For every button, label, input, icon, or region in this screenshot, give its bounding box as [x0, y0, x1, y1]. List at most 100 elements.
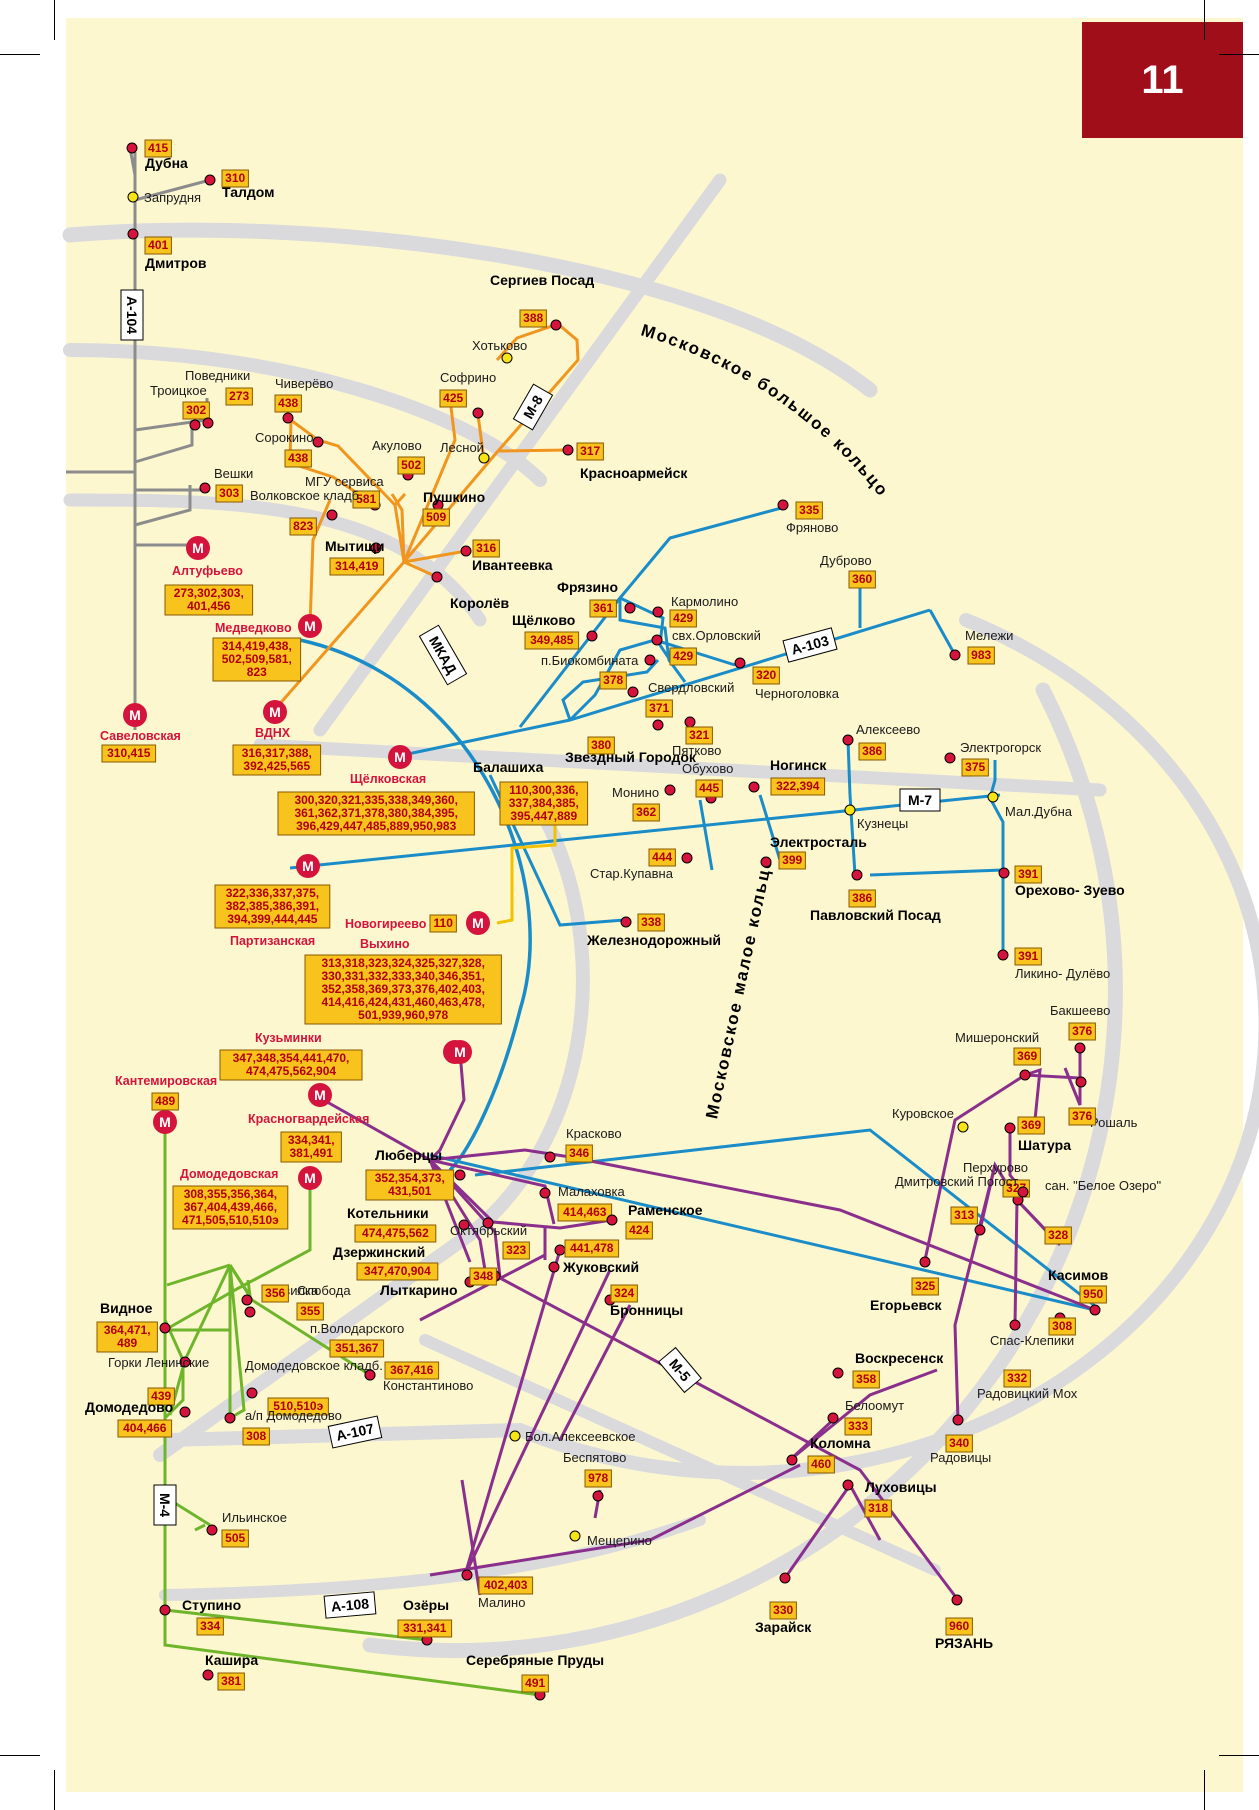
route-numbers: 325 — [915, 1279, 935, 1293]
route-numbers: 334 — [200, 1619, 220, 1633]
station-domodedovo-kladb: Домодедовское кладб.510,510э — [245, 1358, 383, 1416]
route-box — [950, 1206, 978, 1225]
road-mkad: МКАД — [418, 624, 468, 686]
route-numbers: 364,471,489 — [104, 1323, 151, 1350]
station-dot — [179, 1406, 191, 1418]
route-box — [232, 744, 322, 776]
station-name: Жуковский — [562, 1259, 639, 1275]
crop-mark — [54, 0, 55, 40]
metro-icon — [298, 1166, 322, 1190]
route-box — [212, 637, 302, 682]
station-dot — [562, 444, 574, 456]
route-numbers: 415 — [148, 141, 168, 155]
route-numbers: 318 — [868, 1501, 888, 1515]
route-box — [648, 848, 676, 867]
metro-letter: M — [394, 749, 406, 765]
route-box — [96, 1321, 158, 1353]
route-box — [151, 1092, 179, 1111]
svg-text:А-104: А-104 — [124, 296, 140, 334]
route-box — [1003, 1369, 1031, 1388]
route-numbers: 302 — [186, 403, 206, 417]
route-box — [557, 1203, 613, 1222]
station-name: Щёлковская — [350, 772, 426, 786]
station-name: Кармолино — [671, 594, 738, 609]
route-numbers: 391 — [1018, 867, 1038, 881]
route-numbers: 414,463 — [563, 1205, 607, 1219]
yellow-bus-line — [496, 800, 557, 925]
station-dot — [550, 319, 562, 331]
route-numbers: 510,510э — [273, 1399, 323, 1413]
station-name: а/п Домодедово — [245, 1408, 342, 1423]
metro-letter: M — [159, 1114, 171, 1130]
station-name: Кантемировская — [115, 1074, 217, 1088]
station-name: Константиново — [383, 1378, 473, 1393]
route-box — [752, 666, 780, 685]
station-name: Монино — [612, 785, 659, 800]
route-box — [807, 1455, 835, 1474]
station-name: Мишеронский — [955, 1030, 1039, 1045]
route-box — [182, 401, 210, 420]
station-lesnoy: Лесной — [440, 440, 490, 464]
route-numbers: 460 — [811, 1457, 831, 1471]
station-name: Выхино — [360, 937, 410, 951]
station-name: Электрогорск — [960, 740, 1041, 755]
route-box — [625, 1221, 653, 1240]
route-box — [274, 394, 302, 413]
station-name: Октябрьский — [450, 1223, 527, 1238]
station-dot — [204, 174, 216, 186]
station-dot — [206, 1524, 218, 1536]
station-dot — [312, 436, 324, 448]
station-dot — [684, 716, 696, 728]
station-name: Мал.Дубна — [1005, 804, 1073, 819]
route-box — [219, 1049, 363, 1081]
station-dot — [202, 417, 214, 429]
station-dot — [544, 1151, 556, 1163]
route-box — [967, 646, 995, 665]
route-numbers: 352,354,373,431,501 — [375, 1171, 445, 1198]
metro-icon — [186, 536, 210, 560]
station-name: Мележи — [965, 628, 1013, 643]
route-box — [502, 1241, 530, 1260]
route-box — [584, 1469, 612, 1488]
route-box — [669, 647, 697, 666]
route-numbers: 489 — [155, 1094, 175, 1108]
station-name: Куровское — [892, 1106, 954, 1121]
route-numbers: 376 — [1072, 1109, 1092, 1123]
station-name: Беспятово — [563, 1450, 626, 1465]
route-numbers: 441,478 — [570, 1241, 614, 1255]
station-dot — [461, 1569, 473, 1581]
station-dot — [282, 412, 294, 424]
crop-mark — [0, 54, 40, 55]
route-box — [852, 1370, 880, 1389]
route-numbers: 300,320,321,335,338,349,360,361,362,371,… — [294, 793, 458, 833]
station-khotkovo: Хотьково — [472, 338, 527, 364]
route-box — [304, 954, 502, 1025]
station-name: Дубна — [145, 155, 188, 171]
route-box — [172, 1185, 289, 1230]
route-numbers: 380 — [591, 738, 611, 752]
route-numbers: 444 — [652, 850, 672, 864]
station-dot — [998, 867, 1010, 879]
station-dot — [651, 634, 663, 646]
station-dot — [202, 1669, 214, 1681]
station-dot — [620, 916, 632, 928]
route-box — [164, 584, 254, 616]
station-name: Электросталь — [770, 834, 867, 850]
route-numbers: 823 — [293, 519, 313, 533]
